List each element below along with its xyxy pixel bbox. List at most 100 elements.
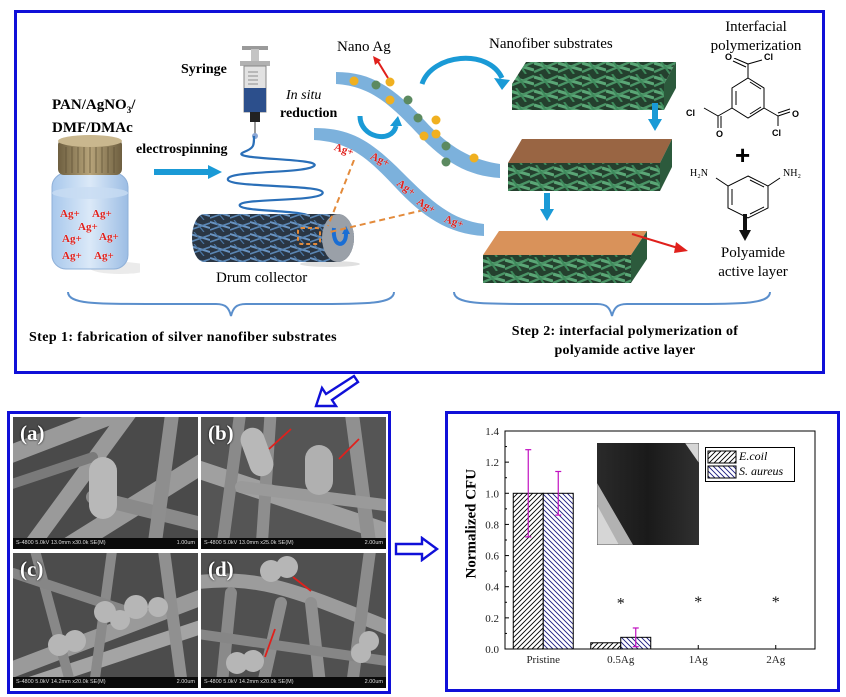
bottle-ag-ion: Ag+ [62, 233, 82, 245]
bottle-ag-ion: Ag+ [60, 208, 80, 220]
down-arrow-icon [540, 193, 554, 221]
solution-slash: / [131, 97, 136, 113]
sem-b-scale: 2.00um [364, 540, 383, 546]
mpd-left-amine: H₂N [690, 168, 708, 179]
x-tick-label: 0.5Ag [607, 654, 635, 666]
sem-d-red-arrow [292, 576, 312, 592]
sem-d-fibers [201, 553, 386, 688]
plus-sign: + [735, 140, 751, 170]
legend-label-ecoli: E.coil [739, 449, 768, 463]
sem-b-red-arrow [268, 428, 292, 450]
legend-label-saureus: S. aureus [739, 464, 784, 478]
sem-b-red-arrow [338, 438, 360, 460]
reduction-label: reduction [280, 106, 338, 121]
step1-brace-icon [67, 291, 395, 317]
y-tick-label: 0.4 [485, 582, 499, 594]
electrospinning-label: electrospinning [136, 142, 228, 157]
sem-a-label: (a) [20, 421, 45, 445]
interfacial-polymerization-label: Interfacial polymerization [688, 18, 824, 56]
bar-saureus [542, 492, 574, 650]
zoom-guide-lines [327, 160, 425, 233]
mpd-structure-icon [715, 175, 781, 219]
sem-d-label: (d) [208, 557, 234, 581]
x-tick-label: 2Ag [766, 654, 785, 666]
sem-d-scale: 2.00um [364, 679, 383, 685]
nanofiber-substrate-slab-icon [512, 62, 676, 110]
polyamide-line2: active layer [718, 264, 788, 280]
sem-c-info: S-4800 5.0kV 14.2mm x20.0k SE(M) [16, 679, 106, 685]
sem-a-scale: 1.00um [176, 540, 195, 546]
polyamide-pointer-arrow-icon [631, 233, 688, 253]
y-tick-label: 1.0 [485, 488, 499, 500]
antibacterial-chart-panel [445, 411, 840, 692]
sem-b-fibers [201, 417, 386, 549]
y-tick-label: 0.2 [485, 613, 499, 625]
sem-image-c: (c) S-4800 5.0kV 14.2mm x20.0k SE(M)2.00… [13, 553, 198, 688]
step1-caption: Step 1: fabrication of silver nanofiber … [29, 330, 338, 345]
tmc-cl-right: Cl [772, 128, 781, 138]
x-tick-label: 1Ag [689, 654, 708, 666]
in-situ-label: In situ [286, 88, 322, 103]
sem-image-d: (d) S-4800 5.0kV 14.2mm x20.0k SE(M) 2.00… [201, 553, 386, 688]
subscript-3: 3 [126, 105, 132, 115]
sem-a-infobar: S-4800 5.0kV 13.0mm x30.0k SE(M) 1.00um [13, 538, 198, 549]
sem-c-scale: 2.00um [176, 679, 195, 685]
sem-c-infobar: S-4800 5.0kV 14.2mm x20.0k SE(M) 2.00um [13, 677, 198, 688]
electrospinning-jet-icon [226, 136, 324, 220]
bottle-ag-ion: Ag+ [92, 208, 112, 220]
reaction-down-arrow-icon [739, 214, 751, 241]
significance-asterisk: * [694, 594, 702, 611]
y-tick-label: 0.6 [485, 551, 499, 563]
sem-d-info: S-4800 5.0kV 14.2mm x20.0k SE(M) [204, 679, 294, 685]
y-tick-label: 0.0 [485, 644, 499, 656]
sem-images-panel [7, 411, 391, 694]
sem-d-infobar: S-4800 5.0kV 14.2mm x20.0k SE(M) 2.00um [201, 677, 386, 688]
electrospinning-arrow-icon [154, 165, 222, 179]
bottle-ag-ion: Ag+ [99, 231, 119, 243]
ag-ion-fiber-icon [314, 128, 484, 236]
solution-label-line2: DMF/DMAc [52, 120, 133, 136]
step2-brace-icon [453, 291, 771, 317]
significance-asterisk: * [772, 594, 780, 611]
significance-asterisk: * [617, 596, 625, 613]
transfer-arc-arrow-icon [419, 55, 510, 90]
nano-ag-label: Nano Ag [337, 39, 391, 55]
down-arrow-icon [648, 103, 662, 131]
sem-image-b: (b) S-4800 5.0kV 13.0mm x25.0k SE(M) 2.00… [201, 417, 386, 549]
drum-collector-icon [192, 214, 360, 267]
y-tick-label: 1.2 [485, 457, 499, 469]
bottle-ag-ion: Ag+ [94, 250, 114, 262]
step2-caption-line1: Step 2: interfacial polymerization of [511, 324, 739, 339]
bottle-ag-ion: Ag+ [62, 250, 82, 262]
x-tick-label: Pristine [526, 654, 560, 666]
drum-collector-label: Drum collector [216, 270, 308, 286]
y-tick-label: 1.4 [485, 426, 499, 438]
sem-b-info: S-4800 5.0kV 13.0mm x25.0k SE(M) [204, 540, 294, 546]
legend-swatch-saureus [707, 465, 737, 479]
y-tick-label: 0.8 [485, 519, 499, 531]
step2-caption: Step 2: interfacial polymerization of po… [470, 322, 780, 360]
solution-bottle-icon [51, 135, 140, 274]
sem-b-infobar: S-4800 5.0kV 13.0mm x25.0k SE(M) 2.00um [201, 538, 386, 549]
mpd-right-amine: NH₂ [783, 168, 801, 179]
bottle-ag-ion: Ag+ [78, 221, 98, 233]
interfacial-line2: polymerization [710, 38, 802, 54]
solution-label: PAN/AgNO3/ DMF/DMAc [52, 96, 135, 137]
y-axis-label: Normalized CFU [463, 468, 480, 579]
tmc-structure-icon [703, 58, 791, 128]
polyamide-membrane-slab-icon [483, 231, 647, 283]
step2-caption-line2: polyamide active layer [554, 343, 696, 358]
tmc-o-left: O [716, 129, 724, 139]
tmc-cl-top: Cl [764, 52, 773, 62]
polyamide-active-layer-label: Polyamide active layer [693, 244, 813, 282]
syringe-label: Syringe [181, 62, 227, 77]
chart-legend: E.coil S. aureus [705, 447, 795, 482]
sem-a-info: S-4800 5.0kV 13.0mm x30.0k SE(M) [16, 540, 106, 546]
sem-b-label: (b) [208, 421, 234, 445]
sem-d-red-arrow [264, 628, 276, 658]
nanofiber-substrate-coated-slab-icon [508, 139, 672, 191]
process-schematic-panel [14, 10, 825, 374]
hollow-down-left-arrow-icon [314, 374, 360, 408]
hollow-right-arrow-icon [394, 536, 440, 562]
